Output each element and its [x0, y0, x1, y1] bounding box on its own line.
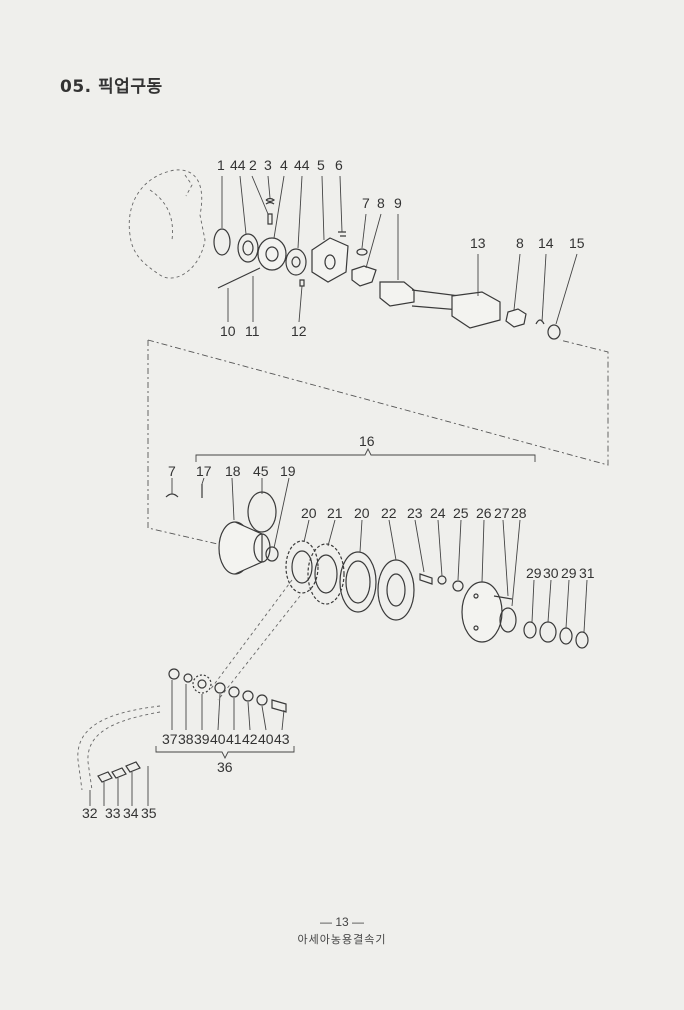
- page-number: — 13 —: [319, 915, 364, 929]
- callout-label: 18: [225, 463, 241, 479]
- callout-label: 26: [476, 505, 492, 521]
- chain-links: [89, 761, 149, 806]
- callout-label: 27: [494, 505, 510, 521]
- callout-label: 40: [258, 731, 274, 747]
- callouts-middle: 7 17 18 45 19 20 21 20 22 23 24 25 26 27…: [168, 463, 595, 581]
- callout-label: 15: [569, 235, 585, 251]
- group-16-label: 16: [359, 433, 375, 449]
- callout-label: 35: [141, 805, 157, 821]
- housing-outline: [128, 169, 206, 279]
- sprocket-parts: [168, 668, 287, 713]
- callout-label: 34: [123, 805, 139, 821]
- group-36-label: 36: [217, 759, 233, 775]
- callout-label: 13: [470, 235, 486, 251]
- chain-path: [77, 579, 301, 791]
- callout-label: 43: [274, 731, 290, 747]
- callout-label: 17: [196, 463, 212, 479]
- callout-label: 31: [579, 565, 595, 581]
- callout-label: 7: [168, 463, 176, 479]
- callout-label: 44: [230, 157, 246, 173]
- callout-label: 29: [526, 565, 542, 581]
- callout-label: 6: [335, 157, 343, 173]
- callout-label: 9: [394, 195, 402, 211]
- callout-label: 20: [301, 505, 317, 521]
- callouts-sprocket: 37 38 39 40 41 42 40 43 36: [162, 731, 290, 775]
- callout-label: 45: [253, 463, 269, 479]
- callout-label: 5: [317, 157, 325, 173]
- callout-label: 38: [178, 731, 194, 747]
- callout-label: 30: [543, 565, 559, 581]
- callout-label: 11: [245, 323, 260, 339]
- callout-label: 14: [538, 235, 554, 251]
- top-shaft-parts: [213, 197, 561, 340]
- callout-label: 22: [381, 505, 397, 521]
- connector-lines: [147, 339, 609, 546]
- top-leaders: [221, 175, 578, 325]
- callout-label: 37: [162, 731, 178, 747]
- callout-label: 29: [561, 565, 577, 581]
- callout-label: 40: [210, 731, 226, 747]
- callout-label: 12: [291, 323, 307, 339]
- callouts-top: 1 44 2 3 4 44 5 6 7 8 9 13 8 14 15 10 11…: [217, 157, 585, 339]
- callout-label: 39: [194, 731, 210, 747]
- footer-text: 아세아농용결속기: [297, 933, 387, 946]
- callout-label: 2: [249, 157, 257, 173]
- callout-label: 3: [264, 157, 272, 173]
- page-title: 05. 픽업구동: [60, 77, 163, 97]
- callout-label: 24: [430, 505, 446, 521]
- callout-label: 1: [217, 157, 225, 173]
- callout-label: 19: [280, 463, 296, 479]
- callout-label: 8: [377, 195, 385, 211]
- callout-label: 4: [280, 157, 288, 173]
- callout-label: 8: [516, 235, 524, 251]
- callout-label: 20: [354, 505, 370, 521]
- callout-label: 7: [362, 195, 370, 211]
- callout-label: 21: [327, 505, 343, 521]
- callout-label: 25: [453, 505, 469, 521]
- callout-label: 10: [220, 323, 236, 339]
- callout-label: 41: [226, 731, 242, 747]
- callout-label: 23: [407, 505, 423, 521]
- callout-label: 44: [294, 157, 310, 173]
- callout-label: 33: [105, 805, 121, 821]
- callout-label: 32: [82, 805, 98, 821]
- callout-label: 42: [242, 731, 258, 747]
- middle-leaders: [171, 477, 588, 633]
- callouts-chain: 32 33 34 35: [82, 805, 157, 821]
- sprocket-leaders: [155, 680, 295, 760]
- group-16-bracket: [195, 447, 536, 462]
- callout-label: 28: [511, 505, 527, 521]
